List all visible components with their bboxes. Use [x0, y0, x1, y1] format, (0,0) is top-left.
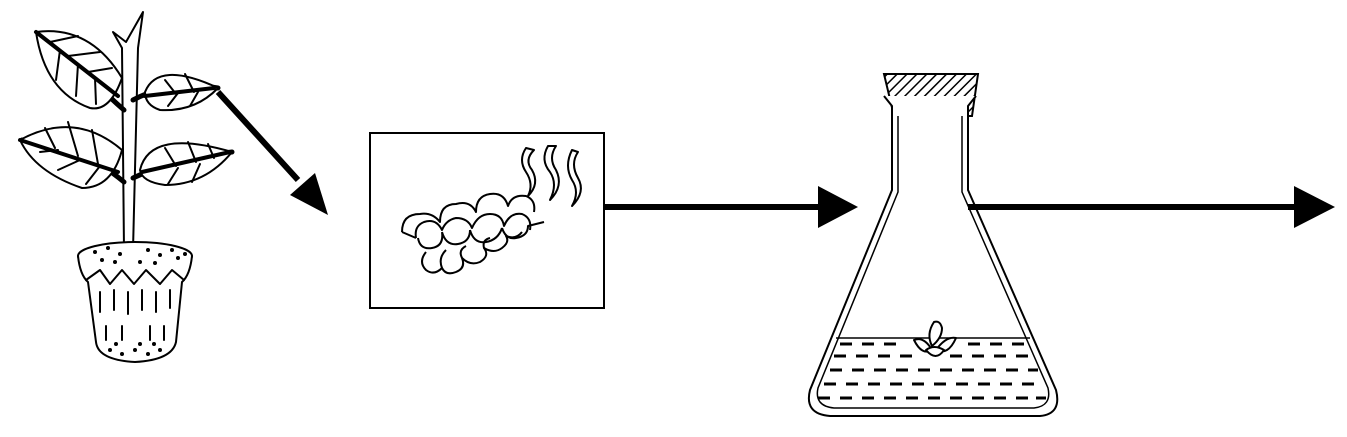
- plant-leaf-lower-left: [18, 121, 123, 189]
- plant-leaf-upper-left: [34, 30, 123, 110]
- plant-stem: [112, 11, 144, 251]
- flask-body: [808, 95, 1059, 417]
- plantlet-icon: [913, 320, 957, 357]
- plant-tissue-cells-icon: [369, 132, 605, 309]
- culture-medium: [818, 342, 1046, 400]
- arrow-tissue-to-flask: [604, 186, 858, 228]
- plant-leaf-upper-right: [143, 73, 219, 112]
- plant-leaf-lower-right: [139, 141, 233, 186]
- tissue-shoot-1: [521, 147, 537, 197]
- tissue-shoot-2: [543, 145, 560, 201]
- cell-row-top: [401, 192, 536, 233]
- tissue-shoot-3: [567, 149, 582, 207]
- arrow-flask-to-next: [968, 186, 1335, 228]
- plant-pot: [77, 241, 193, 363]
- soil-dots: [93, 246, 187, 356]
- cell-row-middle: [414, 212, 532, 239]
- arrow-plant-to-tissue: [215, 89, 328, 215]
- tissue-frame: [369, 132, 605, 309]
- cell-row-bottom: [421, 231, 523, 275]
- potted-plant-icon: [18, 11, 235, 363]
- culture-flask-icon: [808, 73, 1059, 417]
